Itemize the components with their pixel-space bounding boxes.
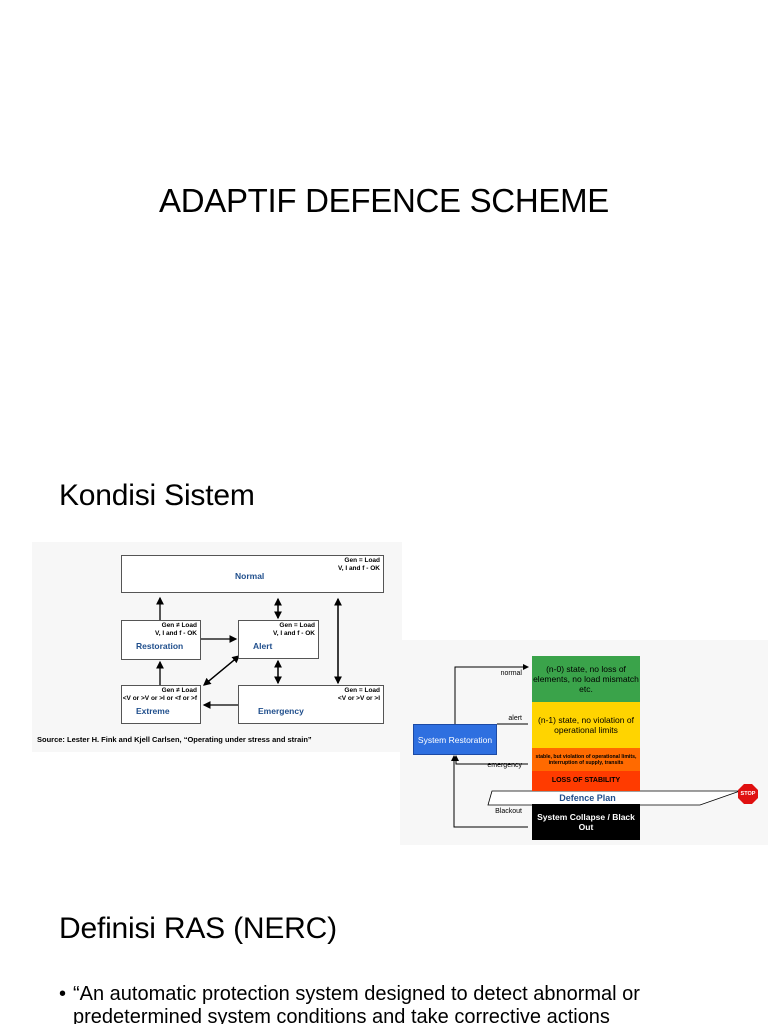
state-emergency-label: Emergency — [258, 706, 304, 716]
state-arrows — [156, 596, 342, 709]
state-extreme-label: Extreme — [136, 706, 170, 716]
stop-sign-icon: STOP — [738, 784, 758, 804]
diagram-source-caption: Source: Lester H. Fink and Kjell Carlsen… — [37, 735, 312, 744]
state-normal-label: Normal — [235, 571, 265, 581]
system-restoration-box: System Restoration — [413, 724, 497, 755]
level-blackout: System Collapse / Black Out — [532, 804, 640, 840]
label-blackout: Blackout — [495, 808, 522, 815]
state-extreme-condition: Gen ≠ Load <V or >V or >I or <f or >f — [122, 687, 197, 702]
state-restoration-label: Restoration — [136, 641, 184, 651]
label-normal: normal — [500, 670, 522, 677]
label-emergency: emergency — [487, 762, 522, 769]
defence-plan-diagram: normal alert emergency Blackout System R… — [400, 640, 768, 845]
state-normal-condition: Gen = Load V, I and f - OK — [337, 557, 380, 572]
definition-text: “An automatic protection system designed… — [73, 983, 640, 1024]
system-states-diagram: Normal Gen = Load V, I and f - OK Restor… — [32, 542, 402, 752]
slide-title: ADAPTIF DEFENCE SCHEME — [159, 182, 609, 219]
defence-plan-lines — [451, 664, 741, 828]
bullet-dot-icon: • — [59, 983, 67, 1005]
state-emergency: Emergency Gen = Load <V or >V or >I — [238, 685, 384, 724]
level-normal: (n-0) state, no loss of elements, no loa… — [532, 656, 640, 702]
section-heading-kondisi: Kondisi Sistem — [59, 479, 255, 512]
state-restoration: Restoration Gen ≠ Load V, I and f - OK — [121, 620, 201, 660]
level-emergency: stable, but violation of operational lim… — [532, 748, 640, 771]
label-alert: alert — [508, 715, 522, 722]
level-alert: (n-1) state, no violation of operational… — [532, 702, 640, 748]
state-normal: Normal Gen = Load V, I and f - OK — [121, 555, 384, 593]
definition-bullet: • “An automatic protection system design… — [59, 983, 749, 1024]
state-restoration-condition: Gen ≠ Load V, I and f - OK — [154, 622, 197, 637]
level-loss-of-stability: LOSS OF STABILITY — [532, 771, 640, 791]
defence-plan-label: Defence Plan — [559, 793, 616, 803]
state-alert-condition: Gen = Load V, I and f - OK — [272, 622, 315, 637]
section-heading-definisi: Definisi RAS (NERC) — [59, 912, 337, 945]
state-emergency-condition: Gen = Load <V or >V or >I — [337, 687, 380, 702]
state-alert: Alert Gen = Load V, I and f - OK — [238, 620, 319, 659]
state-alert-label: Alert — [253, 641, 273, 651]
state-extreme: Extreme Gen ≠ Load <V or >V or >I or <f … — [121, 685, 201, 724]
